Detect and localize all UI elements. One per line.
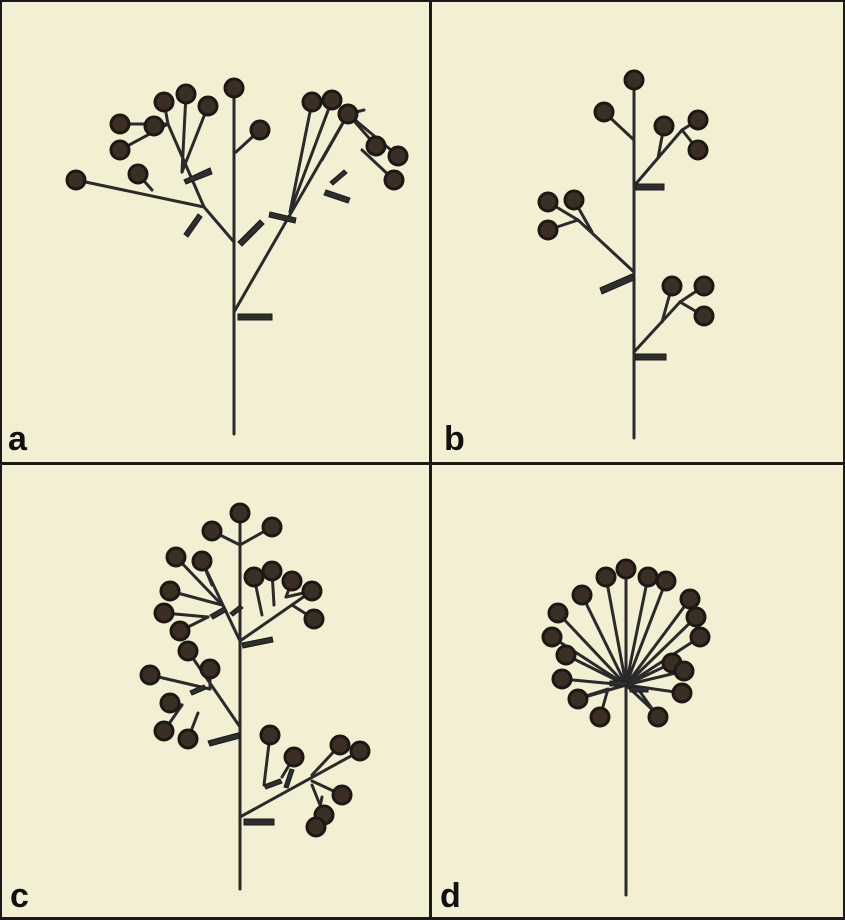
- panel-b-drawing: [432, 2, 843, 462]
- panel-c-flowers: [141, 504, 369, 836]
- panel-a-label: a: [8, 422, 27, 456]
- panel-a-drawing: [2, 2, 429, 462]
- panel-c-drawing: [2, 465, 429, 917]
- panel-c-label: c: [10, 879, 29, 913]
- panel-d-label: d: [440, 879, 461, 913]
- panel-c: c: [2, 465, 429, 917]
- panel-a: a: [2, 2, 429, 462]
- panel-d: d: [432, 465, 843, 917]
- panel-a-flowers: [67, 79, 407, 189]
- panel-b: b: [432, 2, 843, 462]
- panel-b-label: b: [444, 422, 465, 456]
- panel-b-flowers: [539, 71, 713, 325]
- panel-d-drawing: [432, 465, 843, 917]
